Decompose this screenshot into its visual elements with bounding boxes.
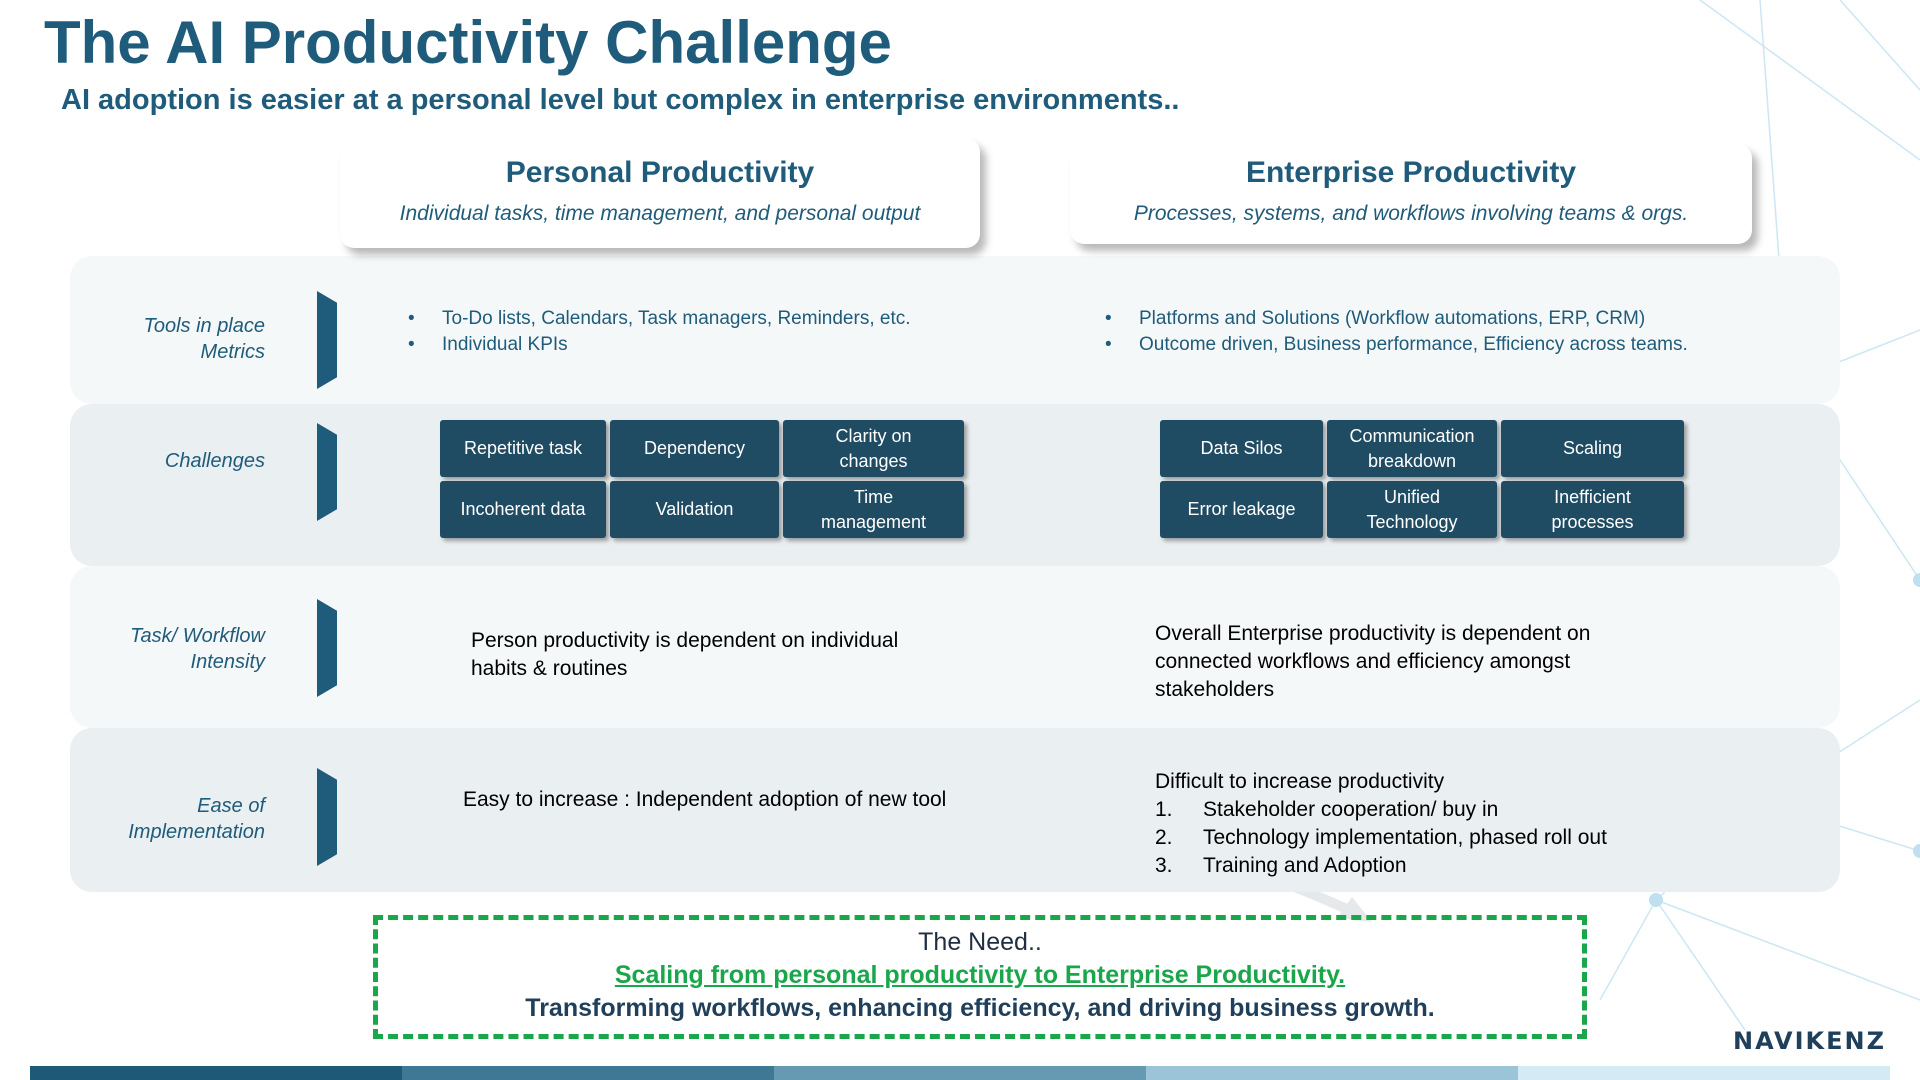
need-tagline: Transforming workflows, enhancing effici… — [525, 994, 1435, 1022]
row-label-intensity-line1: Task/ Workflow — [130, 625, 265, 647]
intensity-personal-text: Person productivity is dependent on indi… — [471, 629, 899, 680]
list-item: Outcome driven, Business performance, Ef… — [1103, 332, 1688, 358]
bar-segment — [774, 1066, 1146, 1080]
row-panel-ease — [70, 728, 1840, 892]
step-number: 3. — [1155, 854, 1173, 877]
enterprise-productivity-subtitle: Processes, systems, and workflows involv… — [1133, 202, 1689, 225]
need-link[interactable]: Scaling from personal productivity to En… — [614, 961, 1346, 989]
row-chevron-challenges — [317, 423, 337, 521]
row-chevron-ease — [317, 768, 337, 866]
personal-productivity-card: Personal Productivity Individual tasks, … — [340, 138, 980, 248]
row-label-ease-line2: Implementation — [128, 821, 265, 843]
step-text: Stakeholder cooperation/ buy in — [1203, 798, 1499, 821]
tools-enterprise-list: Platforms and Solutions (Workflow automa… — [1103, 306, 1688, 358]
ease-enterprise-steps: 1. Stakeholder cooperation/ buy in 2. Tech… — [1155, 796, 1607, 880]
bottom-color-bar — [30, 1066, 1890, 1080]
row-label-challenges-text: Challenges — [164, 450, 265, 472]
need-title: The Need.. — [918, 928, 1042, 956]
challenge-cell: Inefficient processes — [1501, 481, 1684, 538]
ease-personal-text: Easy to increase : Independent adoption … — [463, 788, 947, 811]
challenge-cell: Data Silos — [1160, 420, 1323, 477]
row-chevron-tools — [317, 291, 337, 389]
challenge-cell: Scaling — [1501, 420, 1684, 477]
page-title: The AI Productivity Challenge — [44, 9, 892, 76]
step-text: Training and Adoption — [1203, 854, 1407, 877]
challenge-cell: Error leakage — [1160, 481, 1323, 538]
row-label-tools-line2: Metrics — [200, 341, 265, 363]
challenge-cell: Incoherent data — [440, 481, 606, 538]
bar-segment — [1518, 1066, 1890, 1080]
list-item: 3. Training and Adoption — [1155, 852, 1607, 880]
bar-segment — [402, 1066, 774, 1080]
row-panel-intensity — [70, 566, 1840, 728]
list-item: Platforms and Solutions (Workflow automa… — [1103, 306, 1688, 332]
row-label-intensity-line2: Intensity — [190, 651, 265, 673]
challenge-cell: Dependency — [610, 420, 779, 477]
bar-segment — [30, 1066, 402, 1080]
step-number: 2. — [1155, 826, 1173, 849]
challenge-cell: Unified Technology — [1327, 481, 1497, 538]
list-item: To-Do lists, Calendars, Task managers, R… — [406, 306, 911, 332]
intensity-enterprise-text: Overall Enterprise productivity is depen… — [1155, 622, 1591, 701]
ease-enterprise-intro: Difficult to increase productivity — [1155, 770, 1445, 793]
row-chevron-intensity — [317, 599, 337, 697]
challenge-cell: Time management — [783, 481, 964, 538]
row-label-ease-line1: Ease of — [197, 795, 265, 817]
row-label-tools: Tools in place Metrics — [80, 313, 265, 365]
step-text: Technology implementation, phased roll o… — [1203, 826, 1607, 849]
tools-personal-list: To-Do lists, Calendars, Task managers, R… — [406, 306, 911, 358]
step-number: 1. — [1155, 798, 1173, 821]
list-item: 2. Technology implementation, phased roll… — [1155, 824, 1607, 852]
enterprise-productivity-card: Enterprise Productivity Processes, syste… — [1070, 144, 1752, 244]
challenge-cell: Validation — [610, 481, 779, 538]
navikenz-logo: NAVIKENZ — [1733, 1027, 1887, 1055]
row-label-ease: Ease of Implementation — [80, 793, 265, 845]
list-item: 1. Stakeholder cooperation/ buy in — [1155, 796, 1607, 824]
challenge-cell: Communication breakdown — [1327, 420, 1497, 477]
list-item: Individual KPIs — [406, 332, 911, 358]
challenges-personal-grid: Repetitive task Dependency Clarity on ch… — [440, 420, 964, 538]
need-box: The Need.. Scaling from personal product… — [373, 915, 1587, 1039]
challenge-cell: Repetitive task — [440, 420, 606, 477]
row-label-tools-line1: Tools in place — [143, 315, 265, 337]
ease-enterprise-block: Difficult to increase productivity 1. Sta… — [1155, 768, 1607, 880]
page-subtitle: AI adoption is easier at a personal leve… — [61, 84, 1180, 116]
personal-productivity-title: Personal Productivity — [505, 156, 815, 189]
row-label-intensity: Task/ Workflow Intensity — [80, 623, 265, 675]
personal-productivity-subtitle: Individual tasks, time management, and p… — [399, 202, 921, 225]
challenges-enterprise-grid: Data Silos Communication breakdown Scali… — [1160, 420, 1684, 538]
bar-segment — [1146, 1066, 1518, 1080]
row-label-challenges: Challenges — [80, 448, 265, 474]
enterprise-productivity-title: Enterprise Productivity — [1245, 156, 1577, 189]
challenge-cell: Clarity on changes — [783, 420, 964, 477]
